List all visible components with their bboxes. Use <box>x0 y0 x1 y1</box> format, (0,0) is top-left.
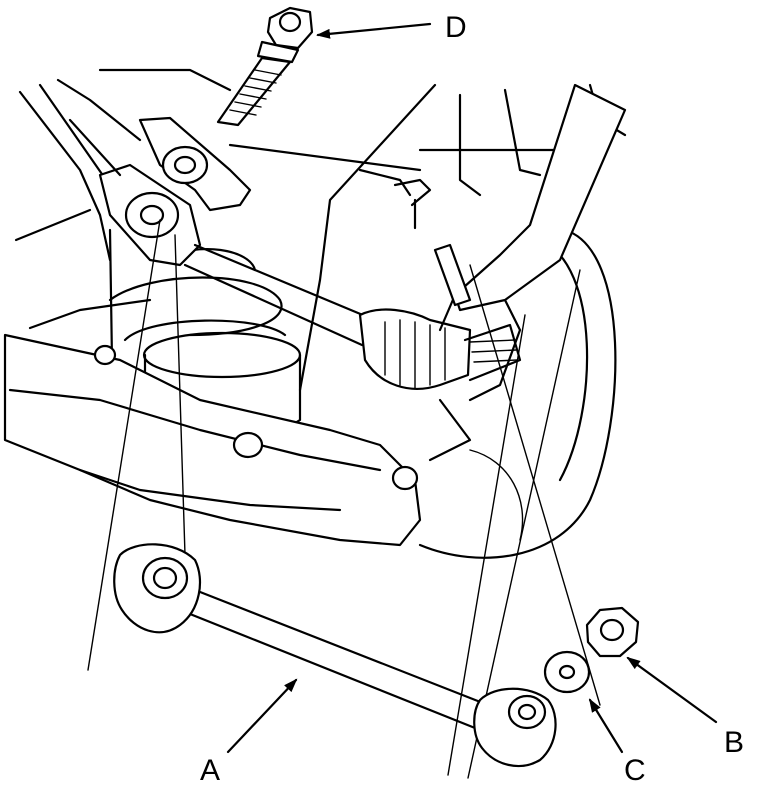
knuckle-arm <box>358 83 627 462</box>
link-a <box>113 543 557 768</box>
callout-arrow-c <box>588 698 624 754</box>
callout-arrows <box>226 22 718 754</box>
callout-arrow-b <box>626 656 718 724</box>
tie-rod <box>183 243 472 390</box>
callout-label-a: A <box>200 754 220 787</box>
assembly-guide-lines <box>87 219 601 779</box>
callout-arrow-a <box>226 678 298 754</box>
callout-arrow-d <box>316 22 432 39</box>
subframe <box>3 333 422 547</box>
callout-labels: D A C B <box>200 11 744 787</box>
body-structure <box>14 68 627 392</box>
washer-c <box>543 650 591 694</box>
callout-label-d: D <box>445 11 467 44</box>
nut-b <box>585 606 640 658</box>
bolt-d <box>216 6 314 127</box>
upper-arm <box>68 116 422 267</box>
callout-label-b: B <box>724 726 744 759</box>
callout-label-c: C <box>624 754 646 787</box>
